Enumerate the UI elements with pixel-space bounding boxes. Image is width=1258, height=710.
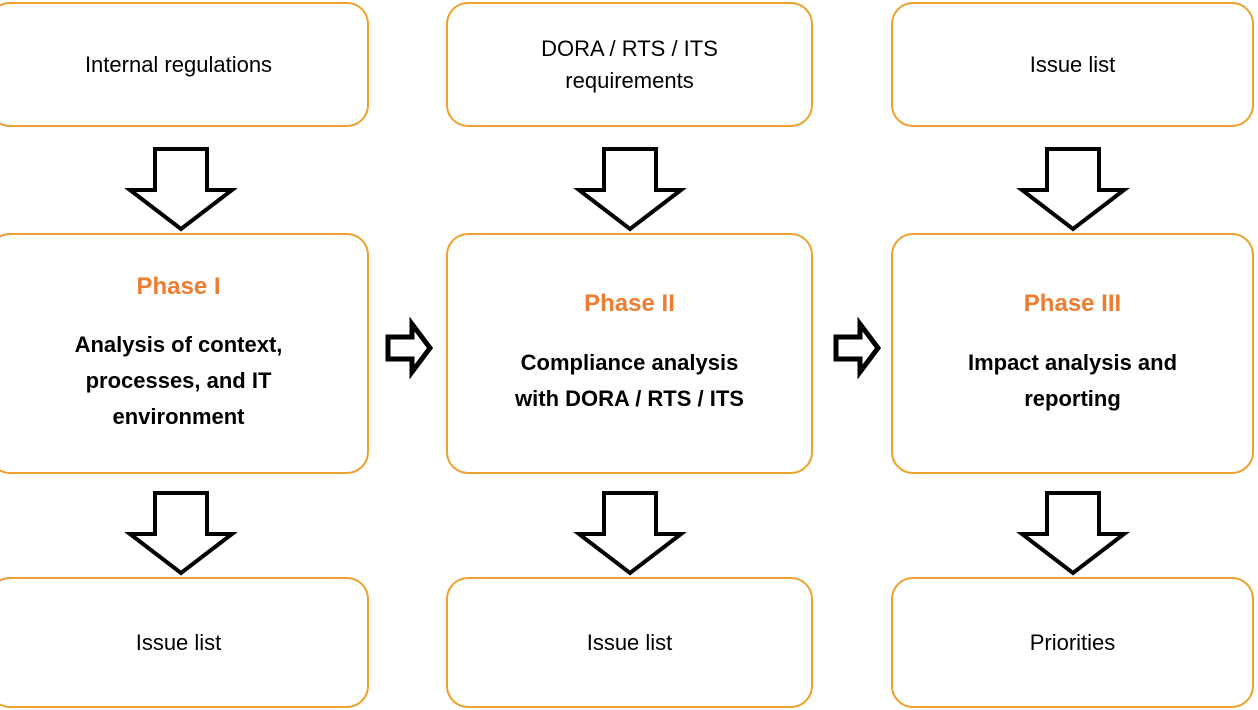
arrow-down-icon-column-3-top xyxy=(1016,147,1130,232)
output-box-column-3-line-1: Priorities xyxy=(1029,629,1116,655)
phase-box-2-title: Phase II xyxy=(584,290,675,318)
output-box-column-2: Issue list xyxy=(446,577,813,708)
input-box-column-2-line-2: requirements xyxy=(565,67,694,93)
input-box-column-3: Issue list xyxy=(891,2,1254,127)
arrow-down-icon-column-1-top xyxy=(124,147,238,232)
phase-box-2-body-line-2: with DORA / RTS / ITS xyxy=(515,385,744,411)
phase-box-2-body: Compliance analysis with DORA / RTS / IT… xyxy=(515,345,744,416)
phase-box-1-body-line-1: Analysis of context, xyxy=(74,332,283,358)
arrow-down-icon-column-3-bottom xyxy=(1016,491,1130,576)
arrow-right-icon-phase-1-to-2 xyxy=(385,316,434,380)
phase-box-1-body: Analysis of context, processes, and IT e… xyxy=(75,327,283,434)
phase-box-2: Phase II Compliance analysis with DORA /… xyxy=(446,233,813,474)
input-box-column-2-line-1: DORA / RTS / ITS xyxy=(541,35,718,61)
phase-box-3-body: Impact analysis and reporting xyxy=(968,345,1177,416)
input-box-column-1-line-1: Internal regulations xyxy=(84,51,273,77)
input-box-column-2: DORA / RTS / ITS requirements xyxy=(446,2,813,127)
arrow-down-icon-column-1-bottom xyxy=(124,491,238,576)
phase-box-3-title: Phase III xyxy=(1023,290,1122,318)
phase-box-1-body-line-3: environment xyxy=(112,403,245,429)
phase-box-3-body-line-2: reporting xyxy=(1024,385,1121,411)
phase-box-1: Phase I Analysis of context, processes, … xyxy=(0,233,369,474)
phase-box-2-body-line-1: Compliance analysis xyxy=(520,350,739,376)
output-box-column-1-line-1: Issue list xyxy=(135,629,222,655)
output-box-column-3: Priorities xyxy=(891,577,1254,708)
arrow-right-icon-phase-2-to-3 xyxy=(833,316,882,380)
output-box-column-1: Issue list xyxy=(0,577,369,708)
phase-box-3: Phase III Impact analysis and reporting xyxy=(891,233,1254,474)
phase-box-1-title: Phase I xyxy=(136,272,221,300)
input-box-column-3-line-1: Issue list xyxy=(1029,51,1116,77)
output-box-column-2-line-1: Issue list xyxy=(586,629,673,655)
input-box-column-1: Internal regulations xyxy=(0,2,369,127)
phase-box-3-body-line-1: Impact analysis and xyxy=(967,350,1178,376)
phase-box-1-body-line-2: processes, and IT xyxy=(85,368,272,394)
arrow-down-icon-column-2-top xyxy=(573,147,687,232)
arrow-down-icon-column-2-bottom xyxy=(573,491,687,576)
